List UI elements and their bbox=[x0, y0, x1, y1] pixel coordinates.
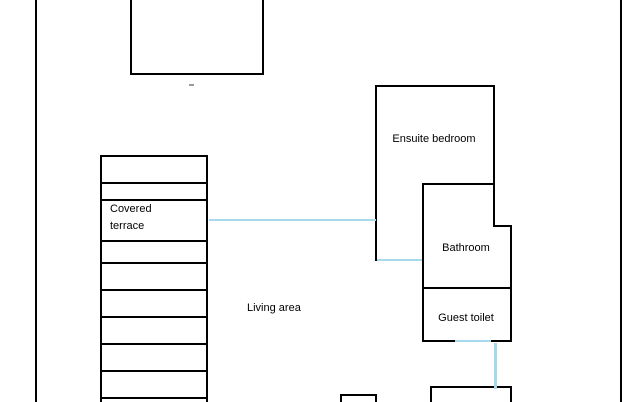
guest-toilet-door bbox=[455, 340, 491, 342]
terrace-slat bbox=[102, 182, 206, 184]
terrace-slat bbox=[102, 370, 206, 372]
stray-mark bbox=[189, 84, 194, 86]
unlabeled-room-top bbox=[130, 0, 264, 75]
bathroom-wall-left bbox=[422, 183, 424, 342]
ensuite-bedroom-label: Ensuite bedroom bbox=[392, 133, 476, 145]
living-area-label: Living area bbox=[247, 302, 301, 314]
terrace-slat bbox=[102, 316, 206, 318]
bathroom-label: Bathroom bbox=[442, 242, 490, 254]
outer-wall-right bbox=[620, 0, 622, 402]
guest-toilet-label: Guest toilet bbox=[438, 312, 494, 324]
ensuite-wall-right bbox=[493, 85, 495, 227]
outer-wall-left bbox=[35, 0, 37, 402]
terrace-slat bbox=[102, 199, 206, 201]
terrace-slat bbox=[102, 289, 206, 291]
terrace-slat bbox=[102, 343, 206, 345]
covered-terrace-label: Covered terrace bbox=[110, 203, 152, 232]
terrace-living-passage-line bbox=[209, 219, 376, 221]
bathroom-wall-bottom bbox=[422, 287, 512, 289]
ensuite-step-wall bbox=[493, 225, 512, 227]
ensuite-wall-top bbox=[375, 85, 495, 87]
terrace-slat bbox=[102, 262, 206, 264]
toilet-lower-room-passage-line bbox=[494, 343, 497, 389]
unlabeled-room-bottom-right bbox=[430, 386, 512, 402]
covered-terrace-room bbox=[100, 155, 208, 402]
terrace-slat bbox=[102, 240, 206, 242]
bottom-center-fixture bbox=[340, 394, 377, 402]
bathroom-wall-top bbox=[422, 183, 495, 185]
terrace-slat bbox=[102, 397, 206, 399]
ensuite-door bbox=[377, 259, 422, 261]
bathroom-wall-right bbox=[510, 225, 512, 342]
ensuite-wall-left bbox=[375, 85, 377, 261]
